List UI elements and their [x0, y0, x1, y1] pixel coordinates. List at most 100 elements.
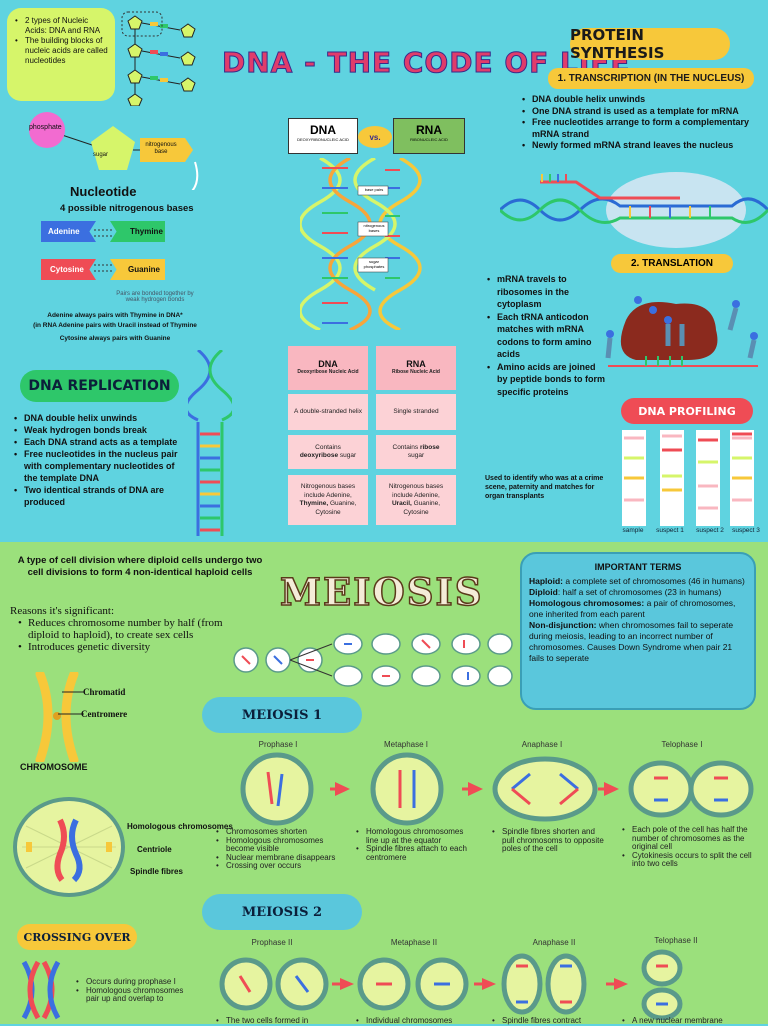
compare-rna-header: RNA Ribose Nucleic Acid — [376, 346, 456, 390]
pairing-rule: (in RNA Adenine pairs with Uracil instea… — [33, 322, 197, 329]
list-item: A new nuclear membrane — [622, 1016, 762, 1026]
protein-synthesis-title: PROTEIN SYNTHESIS — [570, 26, 730, 62]
lane-label: suspect 3 — [732, 527, 760, 534]
lane-label: suspect 1 — [656, 527, 684, 534]
list-item: Crossing over occurs — [216, 861, 346, 871]
nucleotide-subtitle: 4 possible nitrogenous bases — [60, 203, 194, 214]
term-item: Diploid: half a set of chromosomes (23 i… — [529, 587, 747, 598]
centromere-label: Centromere — [81, 709, 128, 719]
compare-text: sugar — [407, 452, 425, 459]
list-item: Amino acids are joined by peptide bonds … — [487, 361, 605, 399]
list-item: Each tRNA anticodon matches with mRNA co… — [487, 311, 605, 361]
term-item: Haploid: a complete set of chromosomes (… — [529, 576, 747, 587]
telophase-1-desc: Each pole of the cell has half the numbe… — [622, 825, 764, 869]
compare-cell: Contains ribose sugar — [376, 435, 456, 469]
pointer-lines — [58, 691, 84, 715]
list-item: Introduces genetic diversity — [18, 641, 250, 653]
phase-label: Telophase II — [654, 936, 698, 945]
phase-label: Prophase I — [258, 740, 298, 749]
dna-profiling-title: DNA PROFILING — [621, 398, 753, 424]
meiosis-2-title: MEIOSIS 2 — [202, 894, 362, 930]
transcription-diagram — [500, 172, 768, 248]
list-item: Free nucleotides in the nucleus pair wit… — [14, 448, 184, 484]
translation-title: 2. TRANSLATION — [611, 254, 733, 273]
list-item: Individual chromosomes — [356, 1016, 476, 1026]
pairing-rule: Cytosine always pairs with Guanine — [59, 335, 171, 342]
term: Diploid — [529, 587, 558, 597]
ribosome-diagram — [605, 296, 758, 367]
meiosis-1-title: MEIOSIS 1 — [202, 697, 362, 733]
base-icon — [140, 138, 193, 162]
prophase-2-desc: The two cells formed in — [216, 1016, 336, 1026]
phosphate-label: phosphate — [29, 124, 62, 131]
compare-text: Thymine, — [299, 500, 329, 507]
anaphase-2-desc: Spindle fibres contract — [492, 1016, 612, 1026]
list-item: Weak hydrogen bonds break — [14, 424, 184, 436]
term: Haploid: — [529, 576, 563, 586]
term: Non-disjunction: — [529, 620, 597, 630]
rna-subheading: RIBONUCLEIC ACID — [410, 137, 448, 142]
phase-label: Anaphase I — [521, 740, 563, 749]
lane-label: suspect 2 — [696, 527, 724, 534]
pair-note: Pairs are bonded together by weak hydrog… — [116, 291, 194, 303]
compare-text: Nitrogenous bases include Adenine, — [300, 483, 356, 499]
compare-text: deoxyribose — [299, 452, 339, 459]
list-item: Each pole of the cell has half the numbe… — [622, 825, 764, 852]
meiosis-reasons: Reasons it's significant: Reduces chromo… — [10, 605, 250, 653]
meiosis-1-diagram — [240, 752, 754, 826]
term-item: Non-disjunction: when chromosomes fail t… — [529, 620, 747, 664]
meiosis-stages-diagram — [233, 633, 513, 687]
list-item: Homologous chromosomes pair up and overl… — [76, 986, 186, 1004]
compare-cell: Nitrogenous bases include Adenine, Uraci… — [376, 475, 456, 525]
dna-replication-title: DNA REPLICATION — [20, 370, 179, 402]
list-item: Spindle fibres shorten and pull chromoso… — [492, 827, 604, 854]
list-item: Cytokinesis occurs to split the cell int… — [622, 851, 764, 869]
phase-label: Metaphase II — [390, 938, 438, 947]
term-item: Homologous chromosomes: a pair of chromo… — [529, 598, 747, 620]
list-item: Homologous chromosomes become visible — [216, 836, 346, 854]
compare-rna-title: Ribose Nucleic Acid — [392, 369, 440, 375]
list-item: mRNA travels to ribosomes in the cytopla… — [487, 273, 605, 311]
sugar-label: sugar — [93, 152, 109, 158]
term-def: a complete set of chromosomes (46 in hum… — [563, 576, 745, 586]
compare-dna-head: DNA — [318, 358, 338, 369]
compare-dna-header: DNA Deoxyribose Nucleic Acid — [288, 346, 368, 390]
helix-label: sugar phosphates — [363, 259, 385, 269]
compare-text: ribose — [419, 443, 440, 451]
compare-text: Nitrogenous bases include Adenine, — [388, 483, 444, 499]
pairing-rule: Adenine always pairs with Thymine in DNA… — [47, 312, 183, 319]
phase-label: Metaphase I — [383, 740, 429, 749]
base-label: nitrogenous base — [145, 142, 177, 155]
terms-title: IMPORTANT TERMS — [594, 562, 682, 572]
meiosis-title: MEIOSIS — [279, 569, 484, 615]
compare-cell: Nitrogenous bases include Adenine, Thymi… — [288, 475, 368, 525]
helix-label: base pairs — [364, 187, 384, 192]
reasons-heading: Reasons it's significant: — [10, 605, 115, 617]
intro-item: 2 types of Nucleic Acids: DNA and RNA — [15, 16, 109, 36]
list-item: Spindle fibres attach to each centromere — [356, 844, 468, 862]
list-item: DNA double helix unwinds — [522, 94, 768, 106]
nucleotide-diagram — [29, 112, 199, 190]
dna-box: DNA DEOXYRIBONUCLEIC ACID — [288, 118, 358, 154]
compare-cell: Single stranded — [376, 394, 456, 430]
phase-label: Telophase I — [661, 740, 703, 749]
nucleotide-chain-diagram — [121, 11, 196, 106]
transcription-list: DNA double helix unwinds One DNA strand … — [522, 94, 768, 152]
nucleotide-title: Nucleotide — [70, 184, 137, 199]
list-item: The two cells formed in — [216, 1016, 336, 1026]
rna-box: RNA RIBONUCLEIC ACID — [393, 118, 465, 154]
compare-text: sugar — [339, 452, 357, 459]
compare-text: Guanine, Cytosine — [403, 500, 441, 516]
crossing-over-title: CROSSING OVER — [17, 924, 137, 950]
guanine-base: Guanine — [110, 259, 165, 280]
list-item: Homologous chromosomes line up at the eq… — [356, 827, 468, 845]
list-item: Free nucleotides arrange to form a compl… — [522, 117, 768, 140]
transcription-title: 1. TRANSCRIPTION (IN THE NUCLEUS) — [548, 68, 754, 89]
cytosine-base: Cytosine — [41, 259, 96, 280]
list-item: Each DNA strand acts as a template — [14, 436, 184, 448]
list-item: Occurs during prophase I — [76, 977, 186, 987]
crossing-over-list: Occurs during prophase I Homologous chro… — [76, 977, 186, 1004]
term-def: a pair of chromosomes, one inherited fro… — [529, 598, 736, 619]
thymine-base: Thymine — [110, 221, 165, 242]
term-def: when chromosomes fail to seperate during… — [529, 620, 734, 663]
